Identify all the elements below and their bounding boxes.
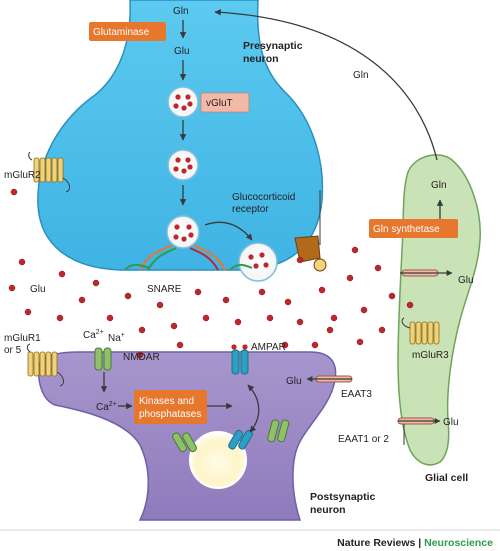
label-glucocorticoid-1: Glucocorticoid <box>232 192 295 203</box>
footer-credit: Nature Reviews | Neuroscience <box>337 537 493 549</box>
glutamate-molecule <box>378 326 386 334</box>
label-ampar: AMPAR <box>251 342 286 353</box>
eaat3-transporter <box>306 375 353 383</box>
glutamate-molecule <box>202 314 210 322</box>
ampar-trafficking-arrow <box>247 384 260 433</box>
vesicle <box>167 86 199 118</box>
mglur3-receptor <box>401 317 440 345</box>
glutamate-molecule <box>124 292 132 300</box>
glutamate-molecule <box>258 288 266 296</box>
glutamate-molecule <box>194 288 202 296</box>
glutamate-molecule <box>360 306 368 314</box>
glutamate-molecule <box>8 284 16 292</box>
label-gln-synthetase: Gln synthetase <box>373 224 440 235</box>
label-vglut: vGluT <box>206 98 233 109</box>
arrow-to-exocytosis <box>204 221 253 241</box>
label-kinases-1: Kinases and <box>139 396 194 407</box>
label-ca-post: Ca2+ <box>96 401 117 413</box>
glutamate-molecule <box>170 322 178 330</box>
ampar-channel <box>231 344 249 375</box>
glutamate-molecule <box>58 270 66 278</box>
glutamate-molecule <box>388 292 396 300</box>
glutamate-molecule <box>330 314 338 322</box>
label-mglur1-1: mGluR1 <box>4 333 41 344</box>
label-glutaminase: Glutaminase <box>93 27 150 38</box>
glucocorticoid-receptor <box>294 190 327 272</box>
glutamate-molecule <box>156 301 164 309</box>
internalized-receptor-green <box>172 432 197 453</box>
glutamate-molecule <box>296 318 304 326</box>
glutaminase-box <box>89 22 166 41</box>
label-glu-eaat3: Glu <box>286 376 302 387</box>
glutamate-molecule <box>222 296 230 304</box>
glutamate-molecule <box>234 318 242 326</box>
glutamate-molecule <box>284 298 292 306</box>
label-ca-in: Ca2+ <box>83 329 104 341</box>
glutamate-molecule <box>18 258 26 266</box>
membrane-receptor-green <box>267 419 290 443</box>
glutamate-molecule <box>92 279 100 287</box>
glutamate-molecule <box>351 246 359 254</box>
label-gln-glial: Gln <box>431 180 447 191</box>
label-postsynaptic-1: Postsynaptic <box>310 491 376 503</box>
label-glu-glial: Glu <box>458 275 474 286</box>
label-glu-eaat1: Glu <box>443 417 459 428</box>
glutamate-molecule <box>56 314 64 322</box>
label-snare: SNARE <box>147 284 182 295</box>
label-glial-cell: Glial cell <box>425 472 468 484</box>
glutamate-molecule <box>374 264 382 272</box>
glutamate-molecule <box>136 351 144 359</box>
label-presynaptic-2: neuron <box>243 53 279 65</box>
vesicle <box>167 149 199 181</box>
label-mglur3: mGluR3 <box>412 350 449 361</box>
glutamate-molecule <box>318 286 326 294</box>
glutamate-molecule <box>296 256 304 264</box>
label-glu-left: Glu <box>30 284 46 295</box>
label-glucocorticoid-2: receptor <box>232 204 269 215</box>
glutamate-molecule <box>346 274 354 282</box>
synaptic-glutamate <box>8 188 414 359</box>
glutamate-molecule <box>406 301 414 309</box>
glutamate-molecule <box>311 341 319 349</box>
gln-synthetase-box <box>369 219 458 238</box>
label-nmdar: NMDAR <box>123 352 160 363</box>
glutamate-molecule <box>326 326 334 334</box>
label-eaat1: EAAT1 or 2 <box>338 434 389 445</box>
vglut-box <box>200 92 250 113</box>
kinases-box <box>134 390 207 424</box>
docked-vesicle <box>166 215 200 249</box>
label-postsynaptic-2: neuron <box>310 504 346 516</box>
glutamate-molecule <box>10 188 18 196</box>
snare-complex <box>124 244 253 271</box>
mglur1-5-receptor <box>26 343 65 387</box>
glutamate-molecule <box>24 308 32 316</box>
label-mglur2: mGluR2 <box>4 170 41 181</box>
glutamate-molecule <box>138 326 146 334</box>
glutamate-molecule <box>266 314 274 322</box>
mglur2-receptor <box>28 151 71 193</box>
glutamate-molecule <box>176 341 184 349</box>
glutamate-molecule <box>281 341 289 349</box>
nmdar-channel <box>94 347 112 371</box>
label-kinases-2: phosphatases <box>139 409 201 420</box>
fusing-vesicle <box>238 242 278 282</box>
glutamate-molecule <box>356 338 364 346</box>
label-gln-top: Gln <box>173 6 189 17</box>
label-na-in: Na+ <box>108 332 125 344</box>
gln-transporter-glial <box>400 269 453 277</box>
eaat1-transporter <box>397 417 441 425</box>
glutamate-molecule <box>106 314 114 322</box>
gln-recycle-arrow <box>214 9 438 161</box>
glutamate-molecule <box>78 296 86 304</box>
label-glu-top: Glu <box>174 46 190 57</box>
label-eaat3: EAAT3 <box>341 389 372 400</box>
label-presynaptic-1: Presynaptic <box>243 40 303 52</box>
label-gln-right: Gln <box>353 70 369 81</box>
label-mglur1-2: or 5 <box>4 345 22 356</box>
